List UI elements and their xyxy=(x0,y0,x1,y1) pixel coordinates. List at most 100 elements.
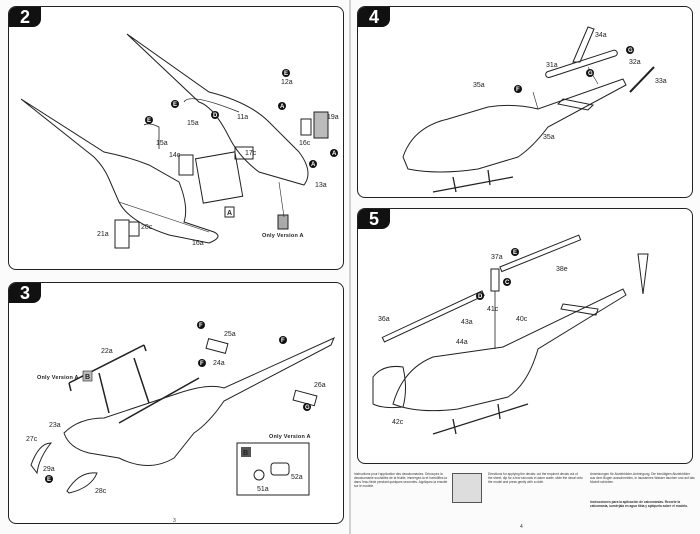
page-spine xyxy=(349,0,351,534)
part-17c-panel xyxy=(234,146,254,160)
tail-fin xyxy=(637,253,649,295)
version-letter-a: A xyxy=(227,210,232,217)
marker-e-1: E xyxy=(282,69,290,77)
part-19a-window xyxy=(313,111,329,139)
part-36a-blade xyxy=(381,290,485,343)
stabilizer xyxy=(556,98,595,111)
label-16a: 16a xyxy=(192,240,204,247)
label-13a: 13a xyxy=(315,182,327,189)
part-25a xyxy=(205,337,229,355)
svg-text:G: G xyxy=(628,48,633,54)
helicopter-body xyxy=(392,288,627,412)
landing-skid xyxy=(432,169,514,193)
version-letter-box xyxy=(82,370,93,382)
svg-text:E: E xyxy=(147,118,151,124)
fuselage-assembled xyxy=(63,337,335,466)
step-4-panel: 4 31a 32a 33a 34a 35a 35a G G F xyxy=(357,6,693,198)
only-version-a-note: Only Version A xyxy=(262,233,304,239)
marker-g-2: G xyxy=(586,69,594,77)
label-36a: 36a xyxy=(378,316,390,323)
marker-c: C xyxy=(503,278,511,286)
svg-text:G: G xyxy=(305,405,310,411)
label-29a: 29a xyxy=(43,466,55,473)
label-14c: 14c xyxy=(169,152,181,159)
svg-text:G: G xyxy=(588,71,593,77)
part-42c-windshield xyxy=(372,366,406,409)
fuselage-left-half xyxy=(20,98,219,244)
landing-skid xyxy=(432,403,529,435)
label-35a-2: 35a xyxy=(543,134,555,141)
label-40c: 40c xyxy=(516,316,528,323)
label-24a: 24a xyxy=(213,360,225,367)
label-35a-1: 35a xyxy=(473,82,485,89)
label-31a: 31a xyxy=(546,62,558,69)
label-17c: 17c xyxy=(245,150,257,157)
rotor-mast xyxy=(490,268,500,292)
label-16c: 16c xyxy=(299,140,311,147)
step-4-number: 4 xyxy=(358,7,390,27)
part-16c-panel xyxy=(300,118,312,136)
step-5-number: 5 xyxy=(358,209,390,229)
marker-a-2: A xyxy=(330,149,338,157)
label-25a: 25a xyxy=(224,331,236,338)
label-44a: 44a xyxy=(456,339,468,346)
label-26a: 26a xyxy=(314,382,326,389)
marker-a-3: A xyxy=(309,160,317,168)
part-28c-nose xyxy=(66,472,98,494)
step-3-panel: 3 B 22a 23a 24a 25a 26a 27c 28c 29a 51a … xyxy=(8,282,344,524)
step-2-number: 2 xyxy=(9,7,41,27)
instructions-column-3: Anweisungen für Abziehbilder-Anbringung.… xyxy=(590,472,695,484)
label-15a-1: 15a xyxy=(187,120,199,127)
right-page-number: 4 xyxy=(520,524,523,530)
part-27c-nose xyxy=(30,442,53,475)
marker-e-2: E xyxy=(171,100,179,108)
label-11a: 11a xyxy=(237,114,248,121)
label-52a: 52a xyxy=(291,474,303,481)
part-34a-fin xyxy=(572,26,595,63)
label-33a: 33a xyxy=(655,78,667,85)
marker-f-1: F xyxy=(197,321,205,329)
marker-f: F xyxy=(514,85,522,93)
step-5-panel: 5 36a 37a 38e 40c 41c 42c 43a 44a E C D xyxy=(357,208,693,464)
step-3-number: 3 xyxy=(9,283,41,303)
label-12a: 12a xyxy=(281,79,293,86)
version-a-box xyxy=(277,214,289,230)
skid-rail xyxy=(118,377,200,424)
instructions-column-4: Instrucciones para la aplicación de calc… xyxy=(590,500,688,508)
svg-text:F: F xyxy=(516,87,520,93)
label-19a: 19a xyxy=(327,114,339,121)
label-38e: 38e xyxy=(556,266,568,273)
marker-e: E xyxy=(45,475,53,483)
marker-a-1: A xyxy=(278,102,286,110)
part-52a xyxy=(270,462,290,476)
svg-text:E: E xyxy=(513,250,517,256)
svg-text:F: F xyxy=(199,323,203,329)
marker-d: D xyxy=(476,292,484,300)
part-21a-door xyxy=(114,219,130,249)
label-23a: 23a xyxy=(49,422,61,429)
label-28c: 28c xyxy=(95,488,107,495)
fuselage-right-half xyxy=(126,33,309,186)
svg-text:F: F xyxy=(200,361,204,367)
marker-e: E xyxy=(511,248,519,256)
svg-text:E: E xyxy=(173,102,177,108)
label-42c: 42c xyxy=(392,419,404,426)
letter-box-a xyxy=(224,206,235,218)
instructions-column-2: Directions for applying the decals: cut … xyxy=(488,472,583,484)
marker-f-2: F xyxy=(279,336,287,344)
svg-text:A: A xyxy=(332,151,337,157)
instructions-column-1: Instructions pour l'application des deca… xyxy=(354,472,448,488)
part-38e-blade xyxy=(499,234,582,273)
stabilizer xyxy=(560,303,599,316)
only-version-a-note-top: Only Version A xyxy=(37,375,79,381)
svg-text:A: A xyxy=(280,104,285,110)
svg-text:D: D xyxy=(478,294,483,300)
helicopter-body xyxy=(402,78,627,173)
inset-letter-box xyxy=(241,447,251,457)
step-2-panel: 2 12a 15a 15a 11a 17c 14c 19a 16c 13a xyxy=(8,6,344,270)
svg-text:E: E xyxy=(47,477,51,483)
part-26a xyxy=(292,389,318,407)
left-page-number: 3 xyxy=(173,518,176,524)
marker-f-3: F xyxy=(198,359,206,367)
step-2-diagram: 12a 15a 15a 11a 17c 14c 19a 16c 13a 16a … xyxy=(20,33,339,249)
